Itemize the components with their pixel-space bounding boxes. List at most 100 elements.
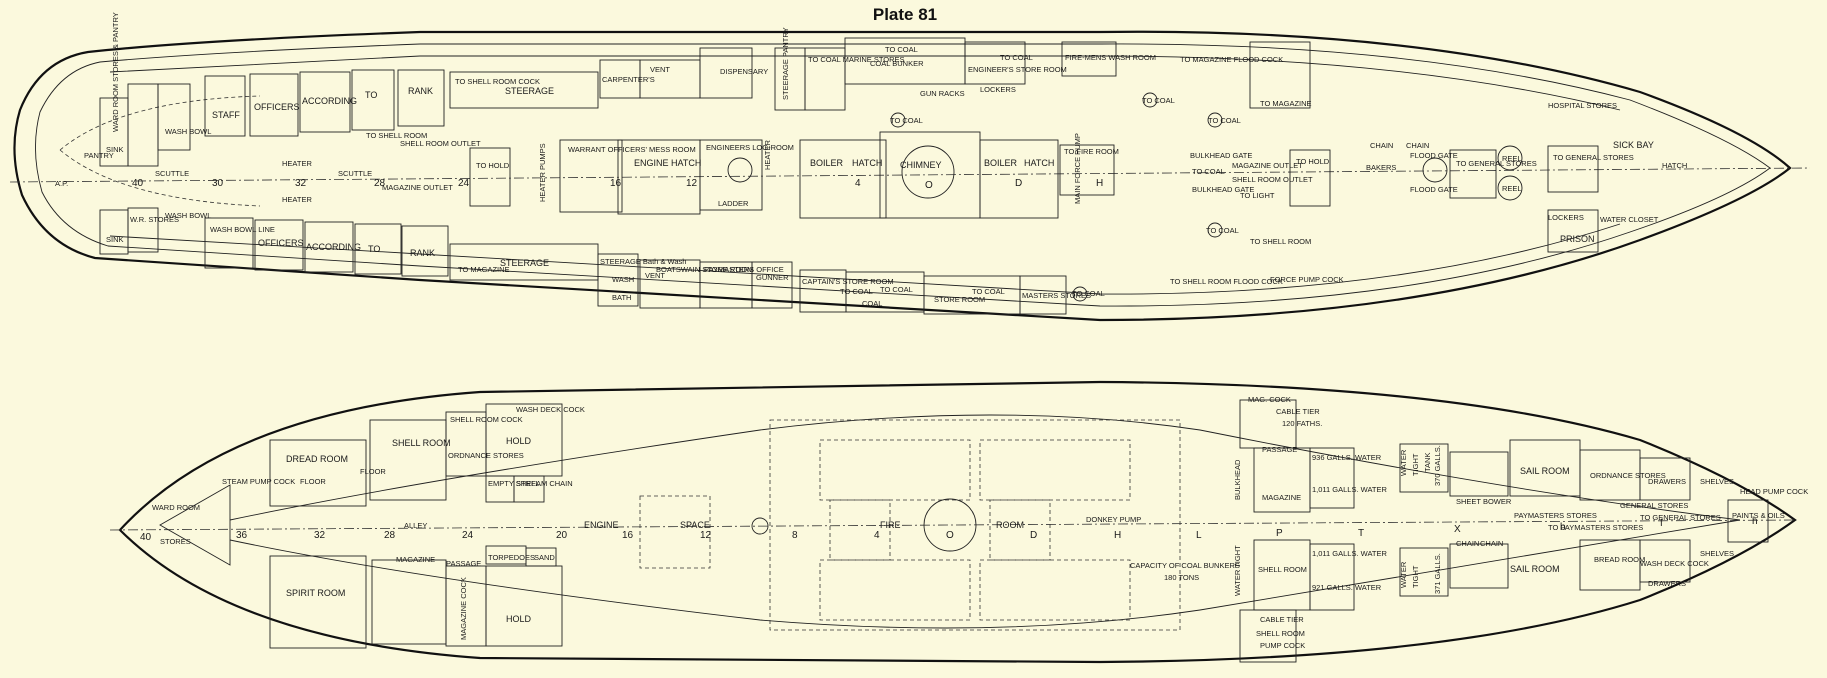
label-ap: A.P. bbox=[55, 179, 68, 188]
label-wash: WASH bbox=[612, 275, 634, 284]
label-officers-bot: OFFICERS bbox=[258, 238, 304, 248]
lframe-x: X bbox=[1454, 524, 1461, 535]
label-bakers: BAKERS bbox=[1366, 163, 1396, 172]
upper-frame-numbers: 40 30 32 28 24 16 12 4 O D H bbox=[132, 178, 1103, 191]
label-bulkhead-gate-2: BULKHEAD GATE bbox=[1192, 185, 1254, 194]
label-passage-r: PASSAGE bbox=[1262, 445, 1297, 454]
label-steerage-top: STEERAGE bbox=[505, 86, 554, 96]
coal-scuttle-h bbox=[1072, 286, 1088, 302]
room-cable-tier-bot bbox=[1239, 609, 1297, 663]
label-engine-hatch: ENGINE HATCH bbox=[634, 158, 701, 168]
label-chain-1: CHAIN bbox=[1370, 141, 1393, 150]
label-shell-room-cock: SHELL ROOM COCK bbox=[450, 415, 523, 424]
label-store-room: STORE ROOM bbox=[934, 295, 985, 304]
room-steerage-bath bbox=[597, 253, 639, 307]
label-galls-1011: 1,011 GALLS. WATER bbox=[1312, 485, 1387, 494]
label-main-force-pump: MAIN FORCE PUMP bbox=[1073, 133, 1082, 204]
label-magazine-cock: MAGAZINE COCK bbox=[459, 577, 468, 640]
label-sail-room-bot: SAIL ROOM bbox=[1510, 564, 1560, 574]
label-magazine-outlet: MAGAZINE OUTLET bbox=[382, 183, 453, 192]
room-to-top bbox=[351, 69, 395, 131]
lframe-t: T bbox=[1358, 528, 1364, 539]
label-wardroom-stores-pantry: WARD ROOM STORES & PANTRY bbox=[111, 12, 120, 132]
lower-frame-numbers: 40 36 32 28 24 20 16 12 8 4 O D H L P T … bbox=[140, 516, 1758, 543]
label-stream-chain: STREAM CHAIN bbox=[516, 479, 573, 488]
room-sheet-bower bbox=[1449, 451, 1509, 497]
label-to-coal-eng: TO COAL bbox=[1000, 53, 1033, 62]
label-reel-2: REEL bbox=[1502, 184, 1522, 193]
label-hospital-stores: HOSPITAL STORES bbox=[1548, 101, 1617, 110]
room-flood-cock bbox=[1249, 41, 1311, 109]
label-galls-921: 921 GALLS. WATER bbox=[1312, 583, 1382, 592]
room-dread bbox=[269, 439, 367, 507]
label-heater-2: HEATER bbox=[282, 195, 312, 204]
label-to-shell-room-cock: TO SHELL ROOM COCK bbox=[455, 77, 540, 86]
upper-ceiling-line bbox=[109, 55, 1621, 111]
upper-top-cabins bbox=[99, 37, 1311, 167]
engine-space-b bbox=[829, 499, 891, 561]
label-chain-b: CHAIN bbox=[1480, 539, 1503, 548]
label-hold-top: HOLD bbox=[506, 436, 532, 446]
label-according-bot: ACCORDING bbox=[306, 242, 361, 252]
frame-32: 32 bbox=[295, 178, 307, 189]
label-sink-bot: SINK bbox=[106, 235, 124, 244]
label-to-shell-room-flood-cock: TO SHELL ROOM FLOOD COCK bbox=[1170, 277, 1283, 286]
label-tons: 180 TONS bbox=[1164, 573, 1199, 582]
label-head-pump-cock: HEAD PUMP COCK bbox=[1740, 487, 1808, 496]
label-ladder: LADDER bbox=[718, 199, 749, 208]
lframe-28: 28 bbox=[384, 530, 396, 541]
room-masters-stores bbox=[1019, 275, 1067, 315]
upper-ceiling-line-2 bbox=[109, 223, 1621, 295]
fire-room-bunker-b bbox=[979, 439, 1131, 501]
lframe-32: 32 bbox=[314, 530, 326, 541]
room-to-general-stores-r bbox=[1547, 145, 1599, 193]
label-steerage-bath: STEERAGE Bath & Wash bbox=[600, 257, 686, 266]
frame-d: D bbox=[1015, 178, 1022, 189]
label-rank-top: RANK bbox=[408, 86, 433, 96]
engine-space-a bbox=[639, 495, 711, 569]
stern-triangle bbox=[159, 484, 231, 566]
label-lockers-r: LOCKERS bbox=[1548, 213, 1584, 222]
label-heater-pumps: HEATER PUMPS bbox=[538, 143, 547, 202]
room-hold-bot bbox=[485, 565, 563, 647]
label-passage: PASSAGE bbox=[446, 559, 481, 568]
label-to-magazine-flood-cock: TO MAGAZINE FLOOD COCK bbox=[1180, 55, 1283, 64]
upper-inner-hull bbox=[35, 43, 1771, 307]
label-sand: SAND bbox=[534, 553, 555, 562]
room-to-bot bbox=[354, 223, 402, 275]
label-cable-tier-top: CABLE TIER bbox=[1276, 407, 1320, 416]
coal-scuttle-d bbox=[1207, 222, 1223, 238]
room-boiler-hatch-1 bbox=[799, 139, 887, 219]
room-to-hold bbox=[469, 147, 511, 207]
room-water-921 bbox=[1309, 543, 1355, 611]
label-to-light: TO LIGHT bbox=[1240, 191, 1275, 200]
frame-28: 28 bbox=[374, 178, 386, 189]
room-shell bbox=[369, 419, 447, 501]
frame-o: O bbox=[925, 180, 933, 191]
label-to-shell-room-2: TO SHELL ROOM bbox=[1250, 237, 1311, 246]
label-scuttle-2: SCUTTLE bbox=[338, 169, 372, 178]
label-engine: ENGINE bbox=[584, 520, 619, 530]
label-rank-bot: RANK bbox=[410, 248, 435, 258]
coal-scuttle-c bbox=[890, 112, 906, 128]
label-flood-gate-2: FLOOD GATE bbox=[1410, 185, 1458, 194]
label-fire: FIRE bbox=[880, 520, 901, 530]
room-prison bbox=[1547, 209, 1599, 253]
plate-title: Plate 81 bbox=[873, 5, 937, 24]
lower-inner-curve-top bbox=[229, 414, 1741, 521]
label-boiler-2: BOILER bbox=[984, 158, 1018, 168]
label-to-coal-bh: TO COAL bbox=[1192, 167, 1225, 176]
room-rank-bot bbox=[401, 225, 449, 277]
room-gunner bbox=[751, 261, 793, 309]
label-to-hold-r: TO HOLD bbox=[1296, 157, 1330, 166]
label-bath: BATH bbox=[612, 293, 631, 302]
label-room: ROOM bbox=[996, 520, 1024, 530]
room-tanks-bot bbox=[1399, 547, 1449, 597]
label-water-closet: WATER CLOSET bbox=[1600, 215, 1659, 224]
room-to-hold-r bbox=[1289, 149, 1331, 207]
label-steerage-pantry: STEERAGE PANTRY bbox=[781, 27, 790, 100]
label-dispensary: DISPENSARY bbox=[720, 67, 768, 76]
label-hatch-1: HATCH bbox=[852, 158, 882, 168]
label-according-top: ACCORDING bbox=[302, 96, 357, 106]
room-staff bbox=[204, 75, 246, 137]
